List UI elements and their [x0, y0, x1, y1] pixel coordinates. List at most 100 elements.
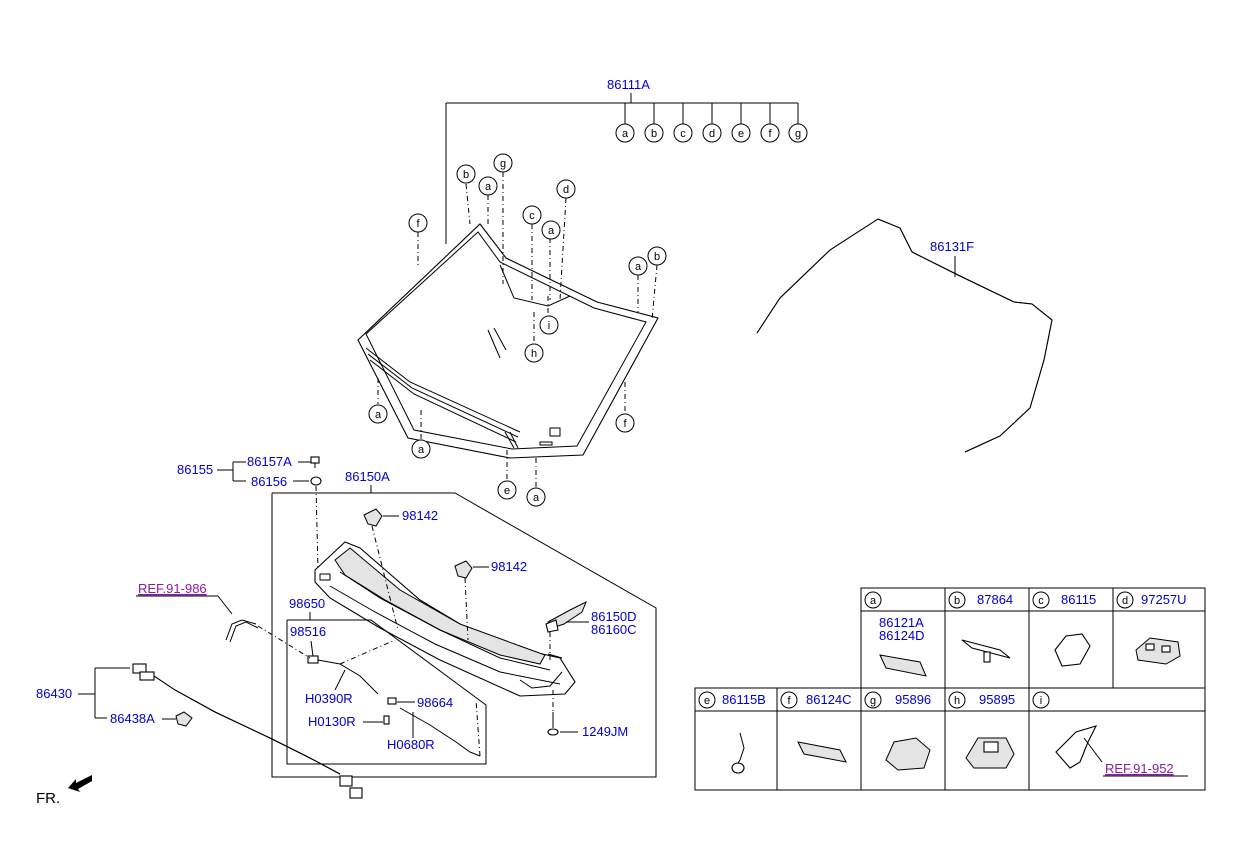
nozzle-98142-lower[interactable] — [454, 560, 473, 579]
mirror-mount-i-icon — [1055, 725, 1098, 769]
label-H0390R[interactable]: H0390R — [305, 691, 353, 706]
windshield-glass[interactable] — [357, 223, 659, 459]
legend-part-86115B: 86115B — [722, 692, 766, 707]
harness-group: REF.91-986 86430 86438A — [36, 581, 363, 799]
stud-part[interactable] — [310, 456, 320, 468]
legend-table: a 86121A 86124D b 87864 c 86115 d 97257U — [694, 587, 1206, 791]
label-86430[interactable]: 86430 — [36, 686, 72, 701]
callout-c-top: c — [522, 205, 542, 225]
svg-text:f: f — [623, 418, 627, 430]
legend-part-86124D: 86124D — [879, 628, 925, 643]
cowl-side-cover[interactable] — [545, 600, 587, 633]
legend-cell-a[interactable]: a 86121A 86124D — [864, 591, 927, 677]
label-98142-lower[interactable]: 98142 — [491, 559, 527, 574]
seal-strip-f-icon — [797, 741, 847, 763]
hose-group: 98650 98516 H0390R 98664 H0130R H0680R — [286, 596, 487, 765]
svg-text:i: i — [548, 320, 550, 332]
svg-text:d: d — [1122, 595, 1128, 607]
ref-91-952[interactable]: REF.91-952 — [1105, 761, 1174, 776]
legend-cell-d[interactable]: d 97257U — [1116, 591, 1187, 665]
nozzle-98142-upper[interactable] — [363, 508, 383, 527]
group-letter-c: c — [673, 123, 693, 143]
callout-d-top: d — [556, 179, 576, 199]
harness-cable[interactable] — [132, 663, 363, 799]
svg-text:f: f — [416, 218, 420, 230]
legend-part-86115: 86115 — [1061, 592, 1096, 607]
harness-clip[interactable] — [175, 711, 193, 727]
svg-text:a: a — [622, 128, 629, 140]
callout-a-lower-mid: a — [411, 439, 431, 459]
svg-text:c: c — [1038, 595, 1044, 607]
svg-text:b: b — [954, 595, 960, 607]
legend-cell-f[interactable]: f 86124C — [780, 691, 852, 763]
label-98516[interactable]: 98516 — [290, 624, 326, 639]
legend-cell-g[interactable]: g 95896 — [864, 691, 931, 771]
group-letter-d: d — [702, 123, 722, 143]
seal-strip-icon — [879, 654, 927, 677]
windshield-moulding[interactable]: 86131F — [756, 218, 1053, 453]
ref-91-986[interactable]: REF.91-986 — [138, 581, 207, 596]
clip-b-icon — [961, 639, 1011, 659]
cowl-group: 86155 86157A 86156 86150A — [177, 454, 657, 778]
label-86157A[interactable]: 86157A — [247, 454, 292, 469]
clip-H0130R[interactable] — [383, 715, 390, 725]
svg-text:a: a — [418, 444, 425, 456]
label-98142-upper[interactable]: 98142 — [402, 508, 438, 523]
label-1249JM[interactable]: 1249JM — [582, 724, 628, 739]
svg-text:c: c — [529, 210, 535, 222]
legend-part-87864: 87864 — [977, 592, 1013, 607]
callout-h-center: h — [524, 343, 544, 363]
legend-part-86121A: 86121A — [879, 615, 924, 630]
label-86155[interactable]: 86155 — [177, 462, 213, 477]
label-98664[interactable]: 98664 — [417, 695, 453, 710]
legend-part-95895: 95895 — [979, 692, 1015, 707]
svg-text:c: c — [680, 128, 686, 140]
legend-part-86124C: 86124C — [806, 692, 852, 707]
windshield-group-leader: 86111A a b c d e f g — [445, 77, 808, 244]
label-86150A[interactable]: 86150A — [345, 469, 390, 484]
legend-cell-c[interactable]: c 86115 — [1032, 591, 1096, 667]
label-H0680R[interactable]: H0680R — [387, 737, 435, 752]
screw-1249JM[interactable] — [547, 712, 559, 736]
label-86156[interactable]: 86156 — [251, 474, 287, 489]
cowl-panel[interactable] — [314, 541, 576, 697]
svg-text:e: e — [704, 695, 710, 707]
svg-text:g: g — [870, 695, 876, 707]
svg-text:i: i — [1040, 695, 1042, 707]
label-86131F[interactable]: 86131F — [930, 239, 974, 254]
label-86150D[interactable]: 86150D — [591, 609, 637, 624]
svg-text:f: f — [768, 128, 772, 140]
legend-part-97257U: 97257U — [1141, 592, 1187, 607]
connector-98516[interactable] — [307, 655, 319, 664]
svg-text:h: h — [954, 695, 960, 707]
legend-part-95896: 95896 — [895, 692, 931, 707]
legend-cell-b[interactable]: b 87864 — [948, 591, 1013, 663]
label-86160C[interactable]: 86160C — [591, 622, 637, 637]
windshield-callout-leaders — [377, 172, 658, 488]
fr-label: FR. — [36, 790, 60, 807]
callout-g-top: g — [493, 153, 513, 173]
legend-cell-i[interactable]: i REF.91-952 — [1032, 691, 1188, 777]
callout-b-right: b — [647, 246, 667, 266]
svg-text:a: a — [485, 181, 492, 193]
pad-c-icon — [1054, 633, 1091, 667]
callout-b-top: b — [456, 164, 476, 184]
svg-text:e: e — [738, 128, 744, 140]
label-86111A[interactable]: 86111A — [607, 77, 650, 92]
valve-98664[interactable] — [387, 697, 397, 705]
label-98650[interactable]: 98650 — [289, 596, 325, 611]
label-86438A[interactable]: 86438A — [110, 711, 155, 726]
grommet-part[interactable] — [310, 476, 322, 486]
svg-text:b: b — [651, 128, 657, 140]
cover-g-icon — [885, 737, 931, 771]
front-direction-indicator: FR. — [36, 775, 92, 807]
label-H0130R[interactable]: H0130R — [308, 714, 356, 729]
group-letter-b: b — [644, 123, 664, 143]
legend-cell-h[interactable]: h 95895 — [948, 691, 1015, 769]
svg-text:a: a — [533, 492, 540, 504]
callout-i-center: i — [539, 315, 559, 335]
legend-cell-e[interactable]: e 86115B — [698, 691, 766, 774]
svg-text:a: a — [870, 595, 877, 607]
callout-f-left: f — [408, 213, 428, 233]
